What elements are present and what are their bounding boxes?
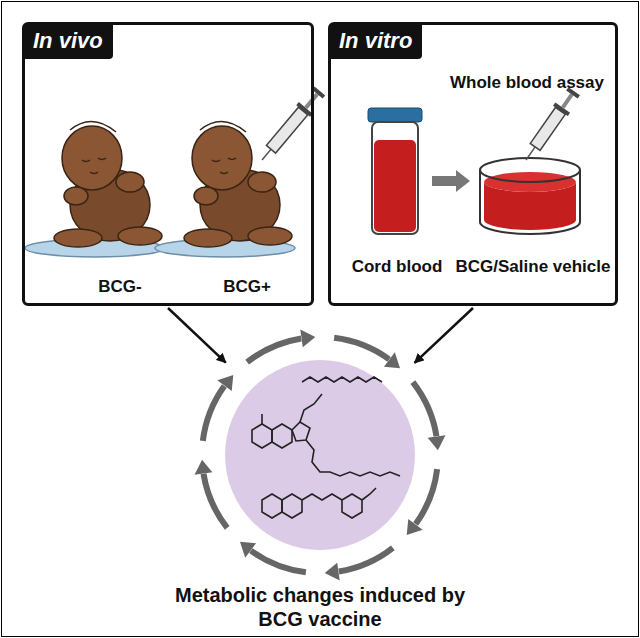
cycle-arrowhead — [428, 435, 446, 450]
cycle-arrowhead — [217, 375, 233, 391]
blood-tube — [368, 108, 422, 234]
cycle-arc — [416, 469, 437, 524]
baby-figure — [25, 121, 165, 257]
syringe — [255, 85, 327, 166]
transfer-arrow — [432, 170, 470, 192]
text-label: BCG+ — [223, 277, 271, 297]
cycle-arrowhead — [240, 542, 256, 558]
cycle-arc — [203, 386, 224, 441]
connector-arrow — [168, 308, 226, 363]
molecule-structures — [252, 377, 400, 518]
cycle-arc — [413, 382, 437, 436]
cycle-arrowhead — [407, 519, 423, 535]
caption: Metabolic changes induced by BCG vaccine — [150, 583, 490, 631]
cycle-arc — [204, 474, 228, 528]
cycle-arrowhead — [300, 330, 315, 348]
cycle-arrowhead — [325, 563, 340, 581]
cycle-arrows — [195, 330, 446, 581]
cycle-arrowhead — [195, 460, 213, 475]
text-label: BCG/Saline vehicle — [456, 257, 611, 277]
cycle-arc — [247, 339, 301, 363]
syringe — [519, 86, 582, 165]
metabolite-disk — [225, 360, 415, 550]
metabolite-cycle: Metabolic changes induced by BCG vaccine — [150, 335, 490, 625]
cycle-arc — [339, 548, 393, 572]
cycle-arrowhead — [384, 352, 400, 368]
panel-heading: In vivo — [25, 25, 113, 59]
assay-well — [480, 158, 580, 234]
connector-arrow — [415, 308, 473, 363]
text-label: Whole blood assay — [450, 73, 604, 93]
text-label: BCG- — [98, 277, 141, 297]
in-vitro-panel: In vitroWhole blood assayCord blood BCG/S… — [328, 22, 618, 306]
cycle-arc — [251, 551, 306, 572]
text-label: Cord blood — [352, 257, 443, 277]
panel-heading: In vitro — [331, 25, 422, 59]
in-vivo-panel: In vivoBCG- BCG+ — [22, 22, 314, 306]
cycle-arc — [334, 338, 389, 359]
